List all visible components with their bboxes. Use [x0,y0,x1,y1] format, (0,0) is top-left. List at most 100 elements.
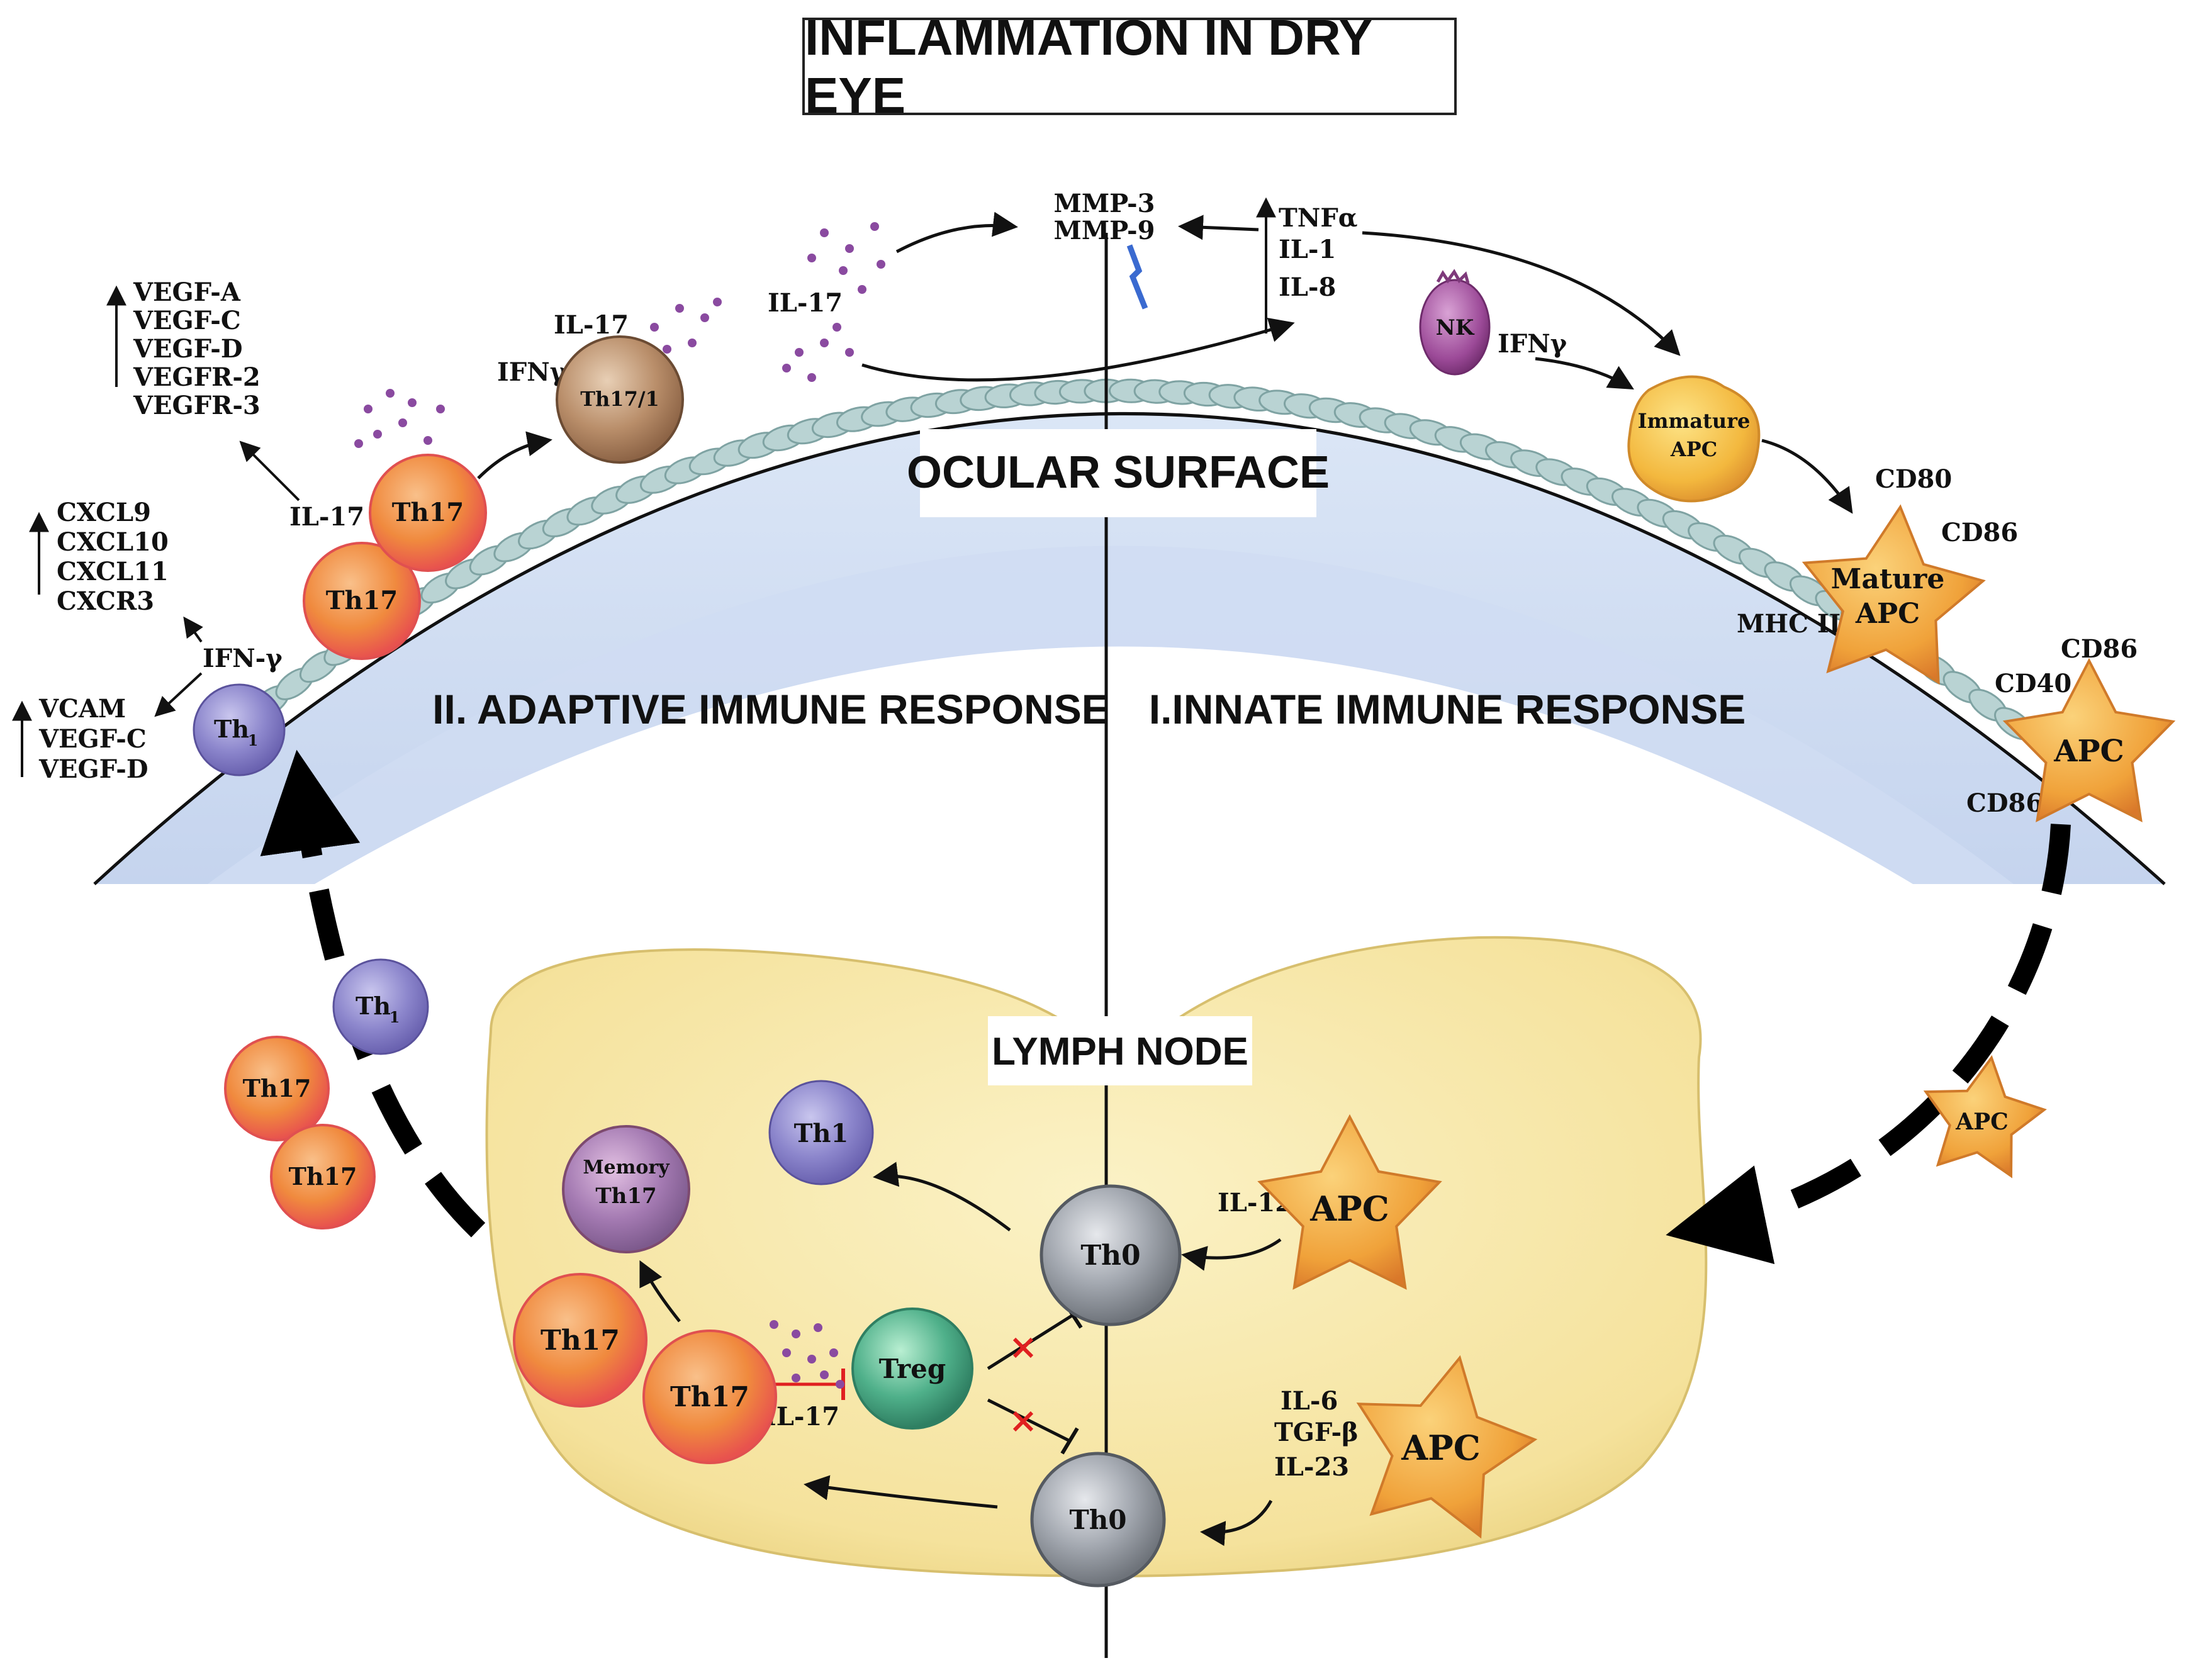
ifn-gamma-label-th171: IFNγ [497,357,567,387]
mhc2-label: MHC II [1737,609,1841,639]
svg-text:CXCR3: CXCR3 [57,586,154,616]
svg-text:Th0: Th0 [1069,1504,1126,1535]
svg-text:Mature: Mature [1831,563,1945,595]
arrow-il17-to-epithelium [861,318,1295,382]
svg-text:Immature: Immature [1638,409,1751,433]
svg-text:Th0: Th0 [1080,1240,1140,1272]
cytokine-dot [650,323,659,332]
svg-text:Th: Th [214,715,249,743]
svg-text:Th17: Th17 [326,586,398,615]
apc-cell-node-top: APC [1257,1114,1442,1290]
svg-text:Th1: Th1 [794,1119,849,1148]
svg-text:VEGFR-3: VEGFR-3 [133,391,261,420]
arrow-th17-to-memory [639,1260,681,1323]
svg-text:APC: APC [2053,734,2124,769]
svg-text:Memory: Memory [583,1156,670,1179]
arrow-to-cxcl [183,616,203,643]
th0-cell-top: Th0 [1040,1184,1182,1326]
ocular-surface-box [920,429,1316,517]
cd86-label-apc-bottom: CD86 [1966,788,2043,818]
svg-text:1: 1 [248,731,259,749]
il17-label-th171: IL-17 [554,310,629,340]
cytokine-dot [373,430,382,439]
arrow-to-mmp [895,211,1018,254]
cytokine-dot [700,313,709,322]
ifn-gamma-label-nk: IFNγ [1498,329,1567,359]
cytokine-dot [807,1355,816,1364]
cd86-label-mature: CD86 [1941,518,2018,547]
svg-text:CXCL11: CXCL11 [57,557,169,586]
cytokine-dot [792,1330,800,1338]
cytokine-dot [782,364,791,372]
svg-text:APC: APC [1401,1428,1480,1468]
arrow-to-mmp-right [1178,215,1259,240]
lymph-node-label: LYMPH NODE [992,1030,1248,1073]
svg-text:VCAM: VCAM [38,694,126,724]
il17-label-node: IL-17 [765,1402,839,1431]
cytokine-dot [364,405,373,413]
arrow-nk-to-apc [1535,357,1634,390]
arrow-to-vcam [154,672,203,717]
arrow-th17-to-th171 [477,431,552,479]
immature-apc-cell: Immature APC [1627,375,1761,503]
cytokine-dot [807,254,816,262]
mature-apc-cell: Mature APC [1802,504,1986,685]
membrane-damage-icon [1126,244,1148,310]
svg-text:CXCL10: CXCL10 [57,527,169,557]
vegf-list: VEGF-A VEGF-C VEGF-D VEGFR-2 VEGFR-3 [106,277,261,420]
cytokine-dot [845,348,854,357]
th17-cell-transit-upper: Th17 [224,1036,330,1141]
cells-layer: Th 1 Th17 Th17 Th17/1 NK Immature APC Ma… [193,269,2176,1588]
ifn-gamma-label: IFN-γ [203,644,283,673]
cytokine-dot [386,389,395,398]
cytokine-dot [870,222,879,231]
il23-label: IL-23 [1274,1452,1349,1482]
page-title: INFLAMMATION IN DRY EYE [802,9,1457,123]
cytokine-dot [820,1370,829,1379]
svg-text:NK: NK [1436,315,1475,340]
cytokine-dot [792,1374,800,1382]
cytokine-dot [845,244,854,253]
adaptive-response-label: II. ADAPTIVE IMMUNE RESPONSE [432,686,1109,732]
cytokine-dot [675,304,684,313]
cd40-label: CD40 [1995,669,2071,698]
memory-th17-cell: Memory Th17 [562,1125,690,1253]
svg-text:APC: APC [1309,1189,1389,1229]
th17-cell-node-right: Th17 [642,1330,777,1464]
cd86-label-apc-top: CD86 [2061,634,2138,664]
treg-inhibit-bottom [987,1398,1079,1455]
cytokine-dot [713,298,722,306]
svg-text:VEGF-C: VEGF-C [38,724,147,754]
svg-text:VEGF-D: VEGF-D [38,754,149,784]
cytokine-dot [782,1348,791,1357]
svg-text:Th17/1: Th17/1 [580,387,659,411]
th17-cell-node-left: Th17 [513,1273,647,1408]
svg-text:VEGFR-2: VEGFR-2 [133,362,261,392]
tnfa-label: TNFα [1279,203,1358,233]
arrow-th0-to-th1 [873,1162,1011,1231]
svg-text:APC: APC [1955,1109,2009,1135]
svg-text:Th17: Th17 [243,1074,311,1102]
svg-text:Th17: Th17 [541,1324,620,1357]
th17-cell-surface-upper: Th17 [369,454,487,572]
svg-text:VEGF-C: VEGF-C [133,306,241,335]
svg-text:Th: Th [356,992,391,1020]
cytokine-dot [354,439,363,448]
cytokine-dot [688,339,697,347]
arrow-to-immature-apc [1362,231,1681,356]
th1-cell-node: Th1 [768,1080,874,1185]
svg-text:Th17: Th17 [289,1162,357,1190]
arrow-apc-maturation [1761,439,1853,514]
th1-cell-surface: Th 1 [193,683,286,776]
lymph-node-box [988,1016,1252,1085]
th1-cell-transit: Th 1 [332,958,429,1055]
th17-cell-transit-lower: Th17 [270,1124,376,1229]
il8-label: IL-8 [1279,272,1336,302]
svg-text:Th17: Th17 [392,498,464,527]
cytokine-dot [839,266,848,275]
cytokine-dot [436,405,445,413]
cytokine-dot [877,260,885,269]
cytokine-dot [858,285,866,294]
svg-text:VEGF-D: VEGF-D [133,334,243,364]
